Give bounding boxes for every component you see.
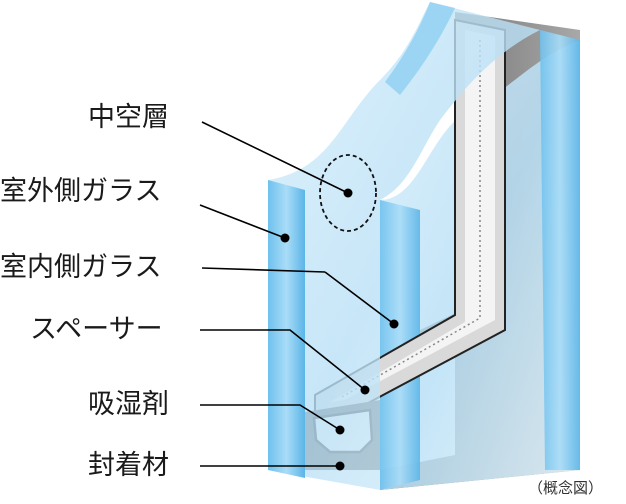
label-inner-glass: 室内側ガラス [0,252,162,283]
label-outer-glass: 室外側ガラス [0,176,162,207]
dot-sealant [335,461,345,471]
dot-hollow-layer [343,188,353,198]
label-desiccant: 吸湿剤 [88,389,169,420]
dot-spacer [360,385,370,395]
label-hollow-layer: 中空層 [88,102,169,133]
dot-inner-glass [389,319,399,329]
leader-hollow-layer [201,121,349,194]
leader-desiccant [200,404,341,431]
leader-inner-glass-2 [324,271,395,325]
outer-glass-pane [268,2,540,490]
label-spacer: スペーサー [30,314,163,345]
leader-spacer [200,329,366,391]
dot-desiccant [335,425,345,435]
label-sealant: 封着材 [88,450,169,481]
hollow-layer-marker [319,154,377,232]
marker-dots [280,188,399,471]
leader-lines [199,121,395,467]
leader-inner-glass [201,267,326,273]
concept-diagram-note: （概念図） [528,479,604,497]
leader-outer-glass [199,204,286,239]
dot-outer-glass [280,233,290,243]
